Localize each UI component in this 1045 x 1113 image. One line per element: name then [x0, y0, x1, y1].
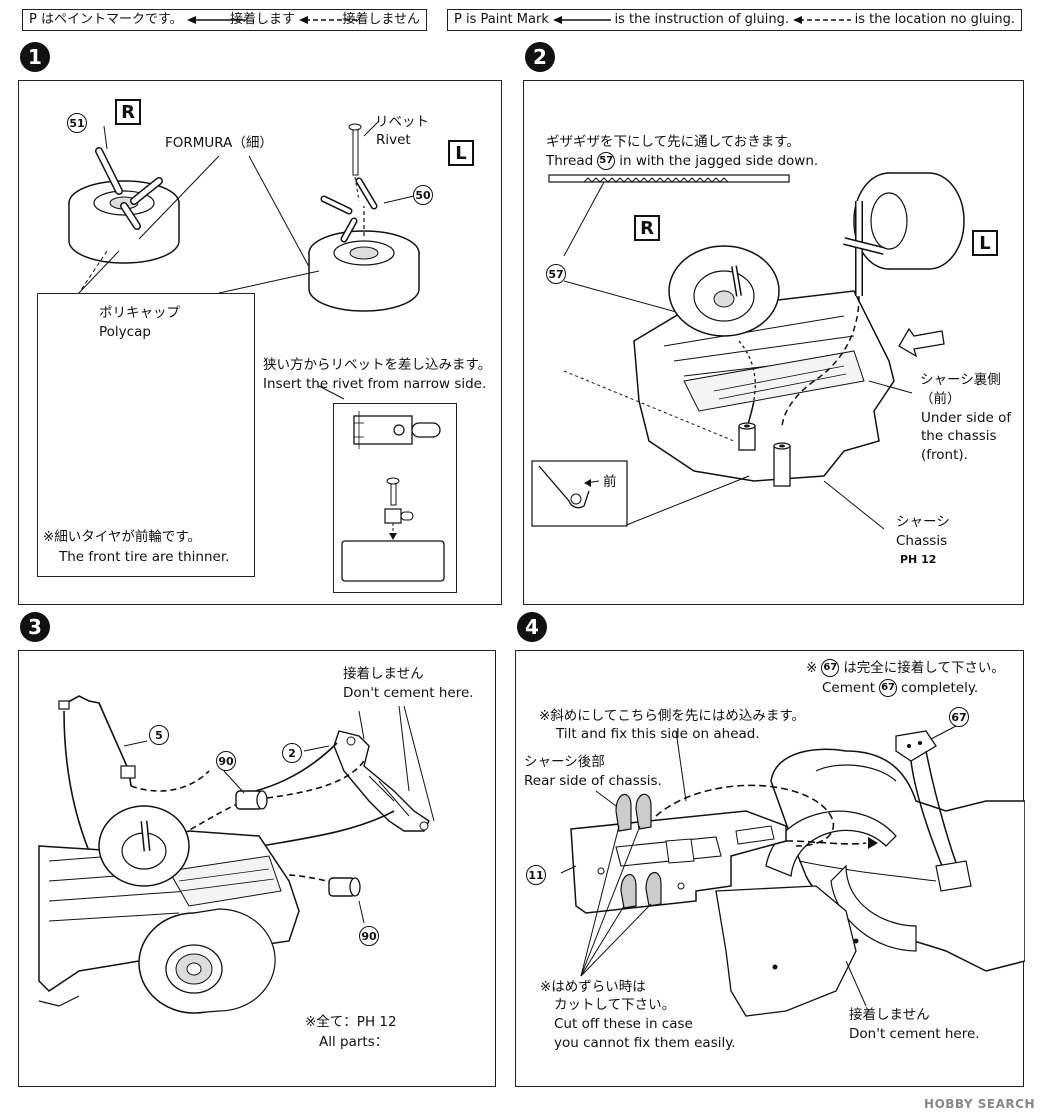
step-4-illustration — [560, 725, 1025, 1017]
step-1-number: 1 — [20, 42, 50, 72]
no-cement-en-label: Don't cement here. — [849, 1026, 980, 1042]
underside-jp2-label: （前） — [920, 391, 961, 407]
solid-arrow-icon — [552, 15, 611, 25]
part-90-marker-lower: 90 — [359, 926, 379, 946]
part-57-marker: 57 — [546, 264, 566, 284]
step-4-panel: ※ 67 は完全に接着して下さい。 Cement 67 completely. … — [515, 650, 1025, 1087]
rear-chassis-en-label: Rear side of chassis. — [524, 773, 662, 789]
cement-jp-b: は完全に接着して下さい。 — [843, 660, 1005, 676]
dashed-arrow-icon — [299, 15, 358, 25]
part-67-marker: 67 — [949, 707, 969, 727]
step-2-panel: ギザギザを下にして先に通しておきます。 Thread 57 in with th… — [523, 80, 1024, 605]
legend-en: P is Paint Mark is the instruction of gl… — [447, 9, 1022, 31]
cut-jp2-label: カットして下さい。 — [554, 997, 676, 1013]
front-tire-note-en: The front tire are thinner. — [59, 549, 230, 565]
tilt-en-label: Tilt and fix this side on ahead. — [556, 726, 760, 742]
part-50-marker: 50 — [413, 185, 433, 205]
underside-en3-label: (front). — [921, 447, 968, 463]
underside-en-label: Under side of — [921, 410, 1012, 426]
part-57-inline-marker: 57 — [597, 152, 616, 170]
polycap-en-label: Polycap — [99, 324, 151, 340]
cement-jp-label: ※ 67 は完全に接着して下さい。 — [806, 659, 1005, 677]
cut-en2-label: you cannot fix them easily. — [554, 1035, 736, 1051]
left-side-badge: L — [448, 140, 474, 166]
step-2-illustration — [531, 172, 965, 530]
tilt-jp-label: ※斜めにしてこちら側を先にはめ込みます。 — [539, 708, 806, 724]
thread-en-a: Thread — [546, 153, 594, 169]
part-90-marker-upper: 90 — [216, 751, 236, 771]
part-51-marker: 51 — [67, 113, 87, 133]
watermark: HOBBY SEARCH — [924, 1097, 1035, 1111]
legend-en-noglue: is the location no gluing. — [854, 12, 1015, 27]
rivet-detail-box — [333, 403, 457, 593]
polycap-detail-box — [37, 293, 255, 577]
insert-rivet-jp: 狭い方からリベットを差し込みます。 — [263, 357, 492, 373]
polycap-jp-label: ポリキャップ — [99, 305, 180, 321]
step-3-number: 3 — [20, 612, 50, 642]
dashed-arrow-icon — [792, 15, 851, 25]
chassis-jp-label: シャーシ — [896, 514, 950, 530]
all-parts-en-label: All parts： — [319, 1034, 389, 1050]
legend-en-glue: is the instruction of gluing. — [614, 12, 789, 27]
thread-en-label: Thread 57 in with the jagged side down. — [546, 152, 818, 170]
underside-en2-label: the chassis — [921, 428, 997, 444]
part-67-inline-marker-2: 67 — [879, 679, 898, 697]
formura-label: FORMURA（細） — [165, 135, 273, 151]
underside-jp-label: シャーシ裏側 — [920, 372, 1001, 388]
cut-jp1-label: ※はめずらい時は — [540, 979, 646, 995]
all-parts-jp-label: ※全て：PH 12 — [305, 1014, 397, 1030]
chassis-en-label: Chassis — [896, 533, 948, 549]
step-3-panel: 接着しません Don't cement here. 5 90 2 90 ※全て：… — [18, 650, 496, 1087]
front-tire-note-jp: ※細いタイヤが前輪です。 — [43, 529, 202, 545]
legend-jp-paint: P はペイントマークです。 — [29, 12, 183, 27]
step-3-illustration — [38, 695, 435, 1014]
cement-jp-a: ※ — [806, 660, 818, 676]
thread-en-b: in with the jagged side down. — [619, 153, 819, 169]
right-side-badge: R — [634, 215, 660, 241]
no-cement-jp-label: 接着しません — [343, 666, 424, 682]
right-side-badge: R — [115, 99, 141, 125]
step-4-number: 4 — [517, 612, 547, 642]
legend-jp-glue: 接着します — [230, 12, 296, 27]
part-5-marker: 5 — [149, 725, 169, 745]
cement-en-label: Cement 67 completely. — [822, 679, 978, 697]
legend-jp-noglue: 接着しません — [342, 12, 420, 27]
front-jp-label: 前 — [603, 474, 617, 490]
step-1-panel: R L 51 50 FORMURA（細） リベット Rivet ポリキャップ P… — [18, 80, 502, 605]
step-2-number: 2 — [525, 42, 555, 72]
thread-jp-label: ギザギザを下にして先に通しておきます。 — [546, 134, 800, 150]
paint-mark-label: PH 12 — [900, 553, 937, 566]
rivet-jp-label: リベット — [375, 114, 429, 130]
no-cement-en-label: Don't cement here. — [343, 685, 474, 701]
cut-en1-label: Cut off these in case — [554, 1016, 693, 1032]
legend-en-paint: P is Paint Mark — [454, 12, 549, 27]
rivet-en-label: Rivet — [376, 132, 411, 148]
part-2-marker: 2 — [282, 743, 302, 763]
rear-chassis-jp-label: シャーシ後部 — [524, 754, 605, 770]
legend-jp: P はペイントマークです。 接着します 接着しません — [22, 9, 427, 31]
cement-en-a: Cement — [822, 680, 876, 696]
solid-arrow-icon — [186, 15, 245, 25]
part-11-marker: 11 — [526, 865, 546, 885]
part-67-inline-marker: 67 — [821, 659, 840, 677]
left-side-badge: L — [972, 230, 998, 256]
no-cement-jp-label: 接着しません — [849, 1007, 930, 1023]
insert-rivet-en: Insert the rivet from narrow side. — [263, 376, 487, 392]
cement-en-b: completely. — [901, 680, 979, 696]
